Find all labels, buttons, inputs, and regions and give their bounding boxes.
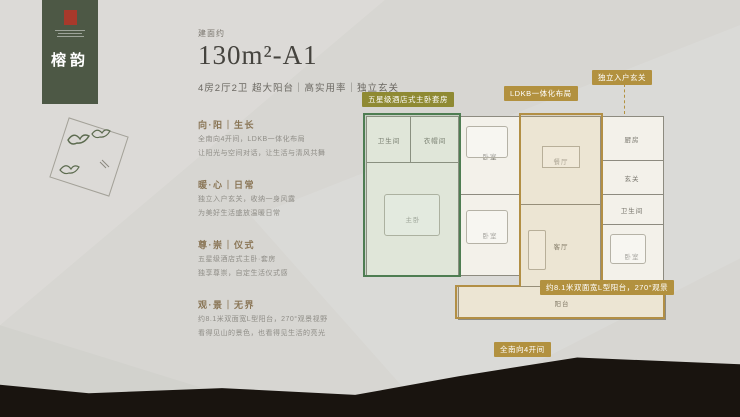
room-label: 卫生间 [620, 208, 644, 215]
section-line: 独立入户玄关，收纳一身风露 [198, 196, 296, 203]
bed-furniture [384, 194, 440, 236]
area-prefix: 建面约 [198, 29, 225, 38]
brand-logo-lines [55, 30, 85, 37]
room-label: 厨房 [624, 137, 640, 144]
brand-name: 榕韵 [50, 52, 89, 69]
room-cloakroom: 衣帽间 [410, 116, 460, 164]
page-subtitle: 4房2厅2卫 超大阳台｜高实用率｜独立玄关 [198, 83, 399, 94]
room-label: 衣帽间 [423, 138, 447, 145]
room-bath-2: 卫生间 [600, 194, 664, 226]
bed-furniture [466, 210, 508, 244]
room-foyer: 玄关 [600, 160, 664, 196]
room-label: 卫生间 [377, 138, 401, 145]
brand-seal-icon [63, 10, 77, 25]
room-label: 阳台 [554, 301, 570, 308]
section-warm: 暖·心｜日常 独立入户玄关，收纳一身风露 为美好生活盛放温暖日常 [198, 178, 353, 219]
foyer-connector-line [624, 84, 625, 114]
section-view: 观·景｜无界 约8.1米双面宽L型阳台，270°观景视野 看得见山的景色，也看得… [198, 298, 353, 339]
section-sun: 向·阳｜生长 全南向4开间，LDKB一体化布局 让阳光与空间对话，让生活与清风共… [198, 118, 353, 159]
section-line: 让阳光与空间对话，让生活与清风共舞 [198, 150, 326, 157]
room-master-bath: 卫生间 [366, 116, 412, 164]
section-title: 暖·心｜日常 [198, 180, 255, 190]
bed-furniture [610, 234, 646, 264]
room-label: 玄关 [624, 176, 640, 183]
header: 建面约 130m²-A1 4房2厅2卫 超大阳台｜高实用率｜独立玄关 [198, 28, 399, 94]
section-line: 看得见山的景色，也看得见生活的亮光 [198, 330, 326, 337]
callout-south-facing: 全南向4开间 [494, 342, 551, 357]
callout-balcony: 约8.1米双面宽L型阳台，270°观景 [540, 280, 675, 295]
section-title: 向·阳｜生长 [198, 120, 255, 130]
section-line: 为美好生活盛放温暖日常 [198, 210, 281, 217]
section-prestige: 尊·崇｜仪式 五星级酒店式主卧·套房 独享尊崇，自定生活仪式感 [198, 238, 353, 279]
birds-sketch [49, 117, 129, 197]
page-title: 130m²-A1 [198, 40, 318, 70]
room-label: 客厅 [553, 244, 569, 251]
section-line: 独享尊崇，自定生活仪式感 [198, 270, 288, 277]
dining-table-furniture [542, 146, 580, 168]
room-kitchen: 厨房 [600, 116, 664, 162]
floorplan: 卫生间 衣帽间 主卧 卧室 卧室 餐厅 客厅 厨房 玄关 卫生间 卧室 阳台 [352, 70, 686, 357]
brand-banner: 榕韵 [42, 0, 98, 104]
section-line: 约8.1米双面宽L型阳台，270°观景视野 [198, 316, 328, 323]
bed-furniture [466, 126, 508, 158]
section-line: 五星级酒店式主卧·套房 [198, 256, 276, 263]
feature-sections: 向·阳｜生长 全南向4开间，LDKB一体化布局 让阳光与空间对话，让生活与清风共… [198, 118, 353, 358]
callout-foyer: 独立入户玄关 [592, 70, 652, 85]
callout-master-suite: 五星级酒店式主卧套房 [362, 92, 454, 107]
callout-ldkb: LDKB一体化布局 [504, 86, 578, 101]
section-title: 尊·崇｜仪式 [198, 240, 255, 250]
sofa-furniture [528, 230, 546, 270]
section-title: 观·景｜无界 [198, 300, 255, 310]
section-line: 全南向4开间，LDKB一体化布局 [198, 136, 306, 143]
